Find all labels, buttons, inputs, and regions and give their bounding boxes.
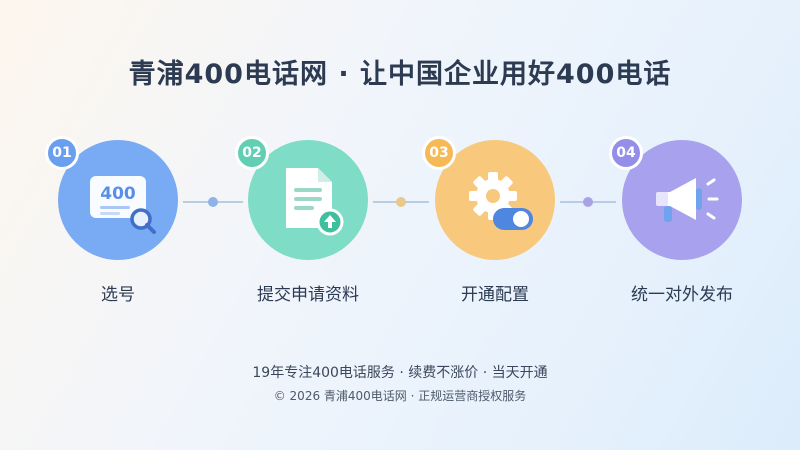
step-activate-config: 03 开通配置 bbox=[422, 136, 560, 310]
step-submit-documents: 02 提交申请资料 bbox=[235, 136, 373, 310]
step-number-badge: 04 bbox=[609, 136, 643, 170]
step-number-badge: 02 bbox=[235, 136, 269, 170]
step-number-badge: 03 bbox=[422, 136, 456, 170]
step-circle bbox=[622, 140, 742, 260]
page-title: 青浦400电话网 · 让中国企业用好400电话 bbox=[128, 59, 672, 90]
connector-1-2 bbox=[183, 197, 243, 207]
gear-toggle-icon bbox=[465, 162, 535, 238]
step-number-badge: 01 bbox=[45, 136, 79, 170]
step-label: 统一对外发布 bbox=[631, 285, 733, 305]
megaphone-icon bbox=[652, 162, 722, 238]
connector-dot bbox=[583, 197, 593, 207]
step-publish: 04 统一对外发布 bbox=[609, 136, 747, 310]
step-label: 选号 bbox=[101, 285, 135, 305]
icon-text: 400 bbox=[100, 184, 136, 204]
document-upload-icon bbox=[278, 162, 348, 238]
connector-dot bbox=[396, 197, 406, 207]
step-label: 开通配置 bbox=[461, 285, 529, 305]
step-circle bbox=[435, 140, 555, 260]
connector-3-4 bbox=[560, 197, 616, 207]
step-select-number: 400 01 选号 bbox=[45, 136, 183, 310]
connector-2-3 bbox=[373, 197, 429, 207]
connector-dot bbox=[208, 197, 218, 207]
step-circle: 400 bbox=[58, 140, 178, 260]
step-circle bbox=[248, 140, 368, 260]
number-search-icon: 400 bbox=[88, 162, 158, 238]
step-label: 提交申请资料 bbox=[257, 285, 359, 305]
footer-copyright: © 2026 青浦400电话网 · 正规运营商授权服务 bbox=[273, 389, 527, 403]
footer-tagline: 19年专注400电话服务 · 续费不涨价 · 当天开通 bbox=[252, 365, 548, 381]
